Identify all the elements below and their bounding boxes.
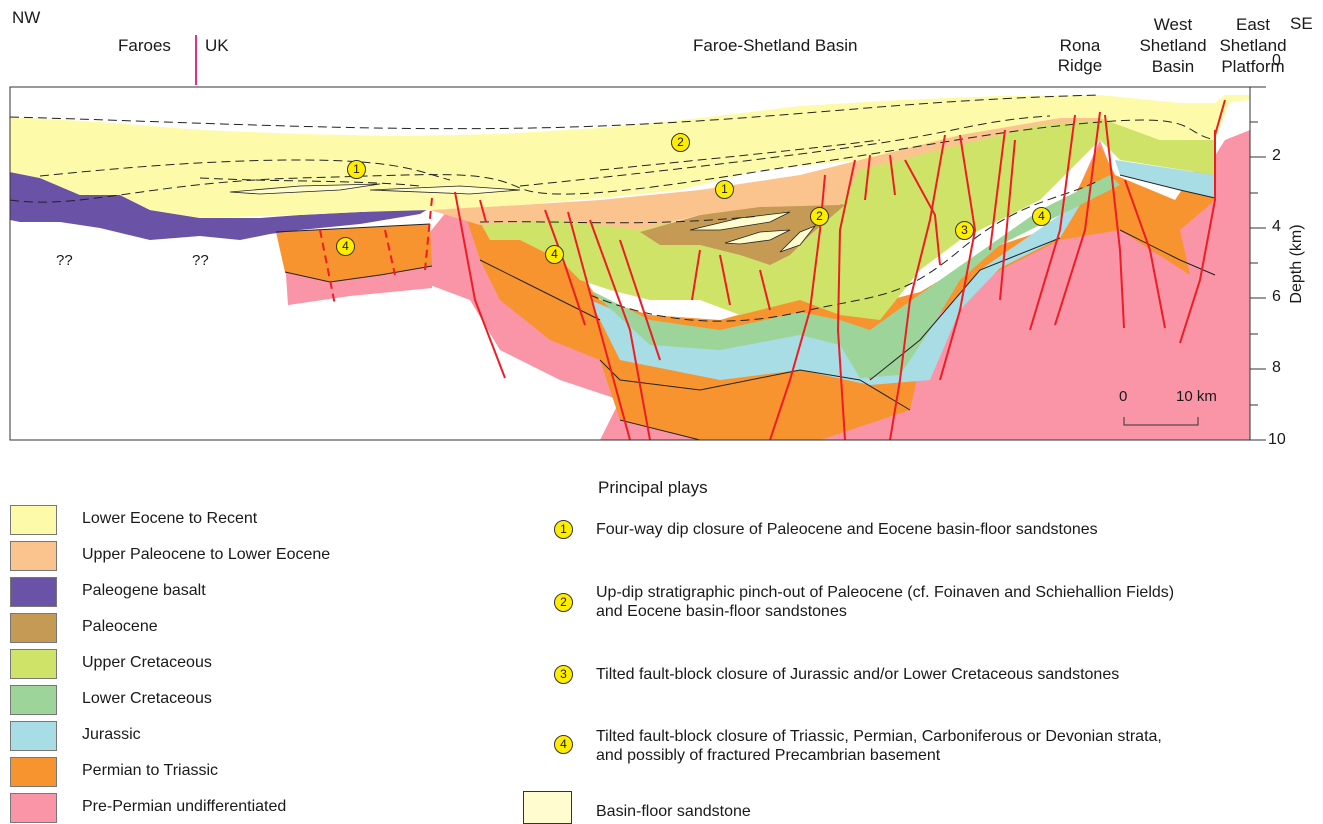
legend-label: Paleocene [82, 618, 158, 635]
play-marker-1: 1 [715, 180, 734, 199]
scale-bar-end: 10 km [1176, 388, 1217, 405]
depth-tick-2: 2 [1272, 147, 1281, 164]
swatch-upper-paleocene-lower-eocene [10, 541, 57, 571]
play-4-description: Tilted fault-block closure of Triassic, … [596, 727, 1162, 765]
legend-label: Upper Cretaceous [82, 654, 212, 671]
uk-label: UK [205, 36, 229, 55]
unit-upper-paleocene-lower-eocene [430, 112, 1100, 230]
play-1-description: Four-way dip closure of Paleocene and Eo… [596, 521, 1098, 538]
legend-label: Pre-Permian undifferentiated [82, 798, 287, 815]
play-marker-3: 3 [955, 221, 974, 240]
sandstone-body [369, 185, 521, 195]
unit-lower-cretaceous [590, 175, 1120, 378]
play-legend-marker-1: 1 [554, 520, 573, 539]
play-marker-4: 4 [336, 237, 355, 256]
east-shetland-platform-label: East Shetland Platform [1212, 14, 1294, 77]
dashed-horizons [10, 94, 1216, 322]
se-direction-label: SE [1290, 14, 1313, 33]
east-shetland-platform-label-line2: Shetland [1219, 36, 1287, 55]
scale-bar-start: 0 [1119, 388, 1128, 405]
plays-title: Principal plays [598, 478, 708, 497]
legend-label: Permian to Triassic [82, 762, 219, 779]
play-marker-4: 4 [545, 245, 564, 264]
swatch-lower-cretaceous [10, 685, 57, 715]
play-legend-marker-4: 4 [554, 735, 573, 754]
east-shetland-platform-label-line3: Platform [1221, 57, 1285, 76]
play-3-description: Tilted fault-block closure of Jurassic a… [596, 666, 1120, 683]
faroe-shetland-basin-label: Faroe-Shetland Basin [693, 36, 858, 55]
rona-ridge-label-line1: Rona [1059, 36, 1101, 55]
swatch-jurassic [10, 721, 57, 751]
sandstone-body [779, 225, 817, 253]
play-2-description-line1: Up-dip stratigraphic pinch-out of Paleoc… [596, 584, 1175, 601]
unit-paleocene [640, 200, 845, 265]
nw-direction-label: NW [12, 8, 41, 27]
west-shetland-basin-label-line1: West [1153, 15, 1193, 34]
swatch-paleogene-basalt [10, 577, 57, 607]
legend-label: Lower Eocene to Recent [82, 510, 258, 527]
play-4-description-line2: and possibly of fractured Precambrian ba… [596, 747, 941, 764]
faroes-label: Faroes [118, 36, 171, 55]
unit-pre-permian [288, 130, 1250, 440]
west-shetland-basin-label-line2: Shetland [1139, 36, 1207, 55]
depth-axis-label: Depth (km) [1288, 224, 1305, 304]
unit-jurassic-east [1115, 160, 1215, 198]
sandstone-body [724, 229, 791, 245]
play-marker-1: 1 [347, 160, 366, 179]
legend-label: Jurassic [82, 726, 141, 743]
west-shetland-basin-label-line3: Basin [1151, 57, 1195, 76]
unit-paleogene-basalt [10, 172, 430, 240]
play-legend-marker-2: 2 [554, 593, 573, 612]
depth-tick-8: 8 [1272, 359, 1281, 376]
west-shetland-basin-label: West Shetland Basin [1134, 14, 1212, 77]
play-4-description-line1: Tilted fault-block closure of Triassic, … [596, 728, 1162, 745]
unit-permian-triassic [276, 224, 432, 282]
rona-ridge-label: Rona Ridge [1045, 36, 1115, 76]
play-2-description-line2: and Eocene basin-floor sandstones [596, 603, 847, 620]
depth-tick-10: 10 [1268, 431, 1286, 448]
legend-label: Lower Cretaceous [82, 690, 212, 707]
legend-label: Paleogene basalt [82, 582, 206, 599]
scale-bar [1123, 417, 1199, 426]
play-marker-4: 4 [1032, 207, 1051, 226]
depth-tick-0: 0 [1272, 52, 1281, 69]
depth-tick-4: 4 [1272, 218, 1281, 235]
play-marker-2: 2 [671, 133, 690, 152]
play-legend-marker-3: 3 [554, 665, 573, 684]
swatch-permian-triassic [10, 757, 57, 787]
sandstone-body [229, 183, 381, 195]
basin-floor-sandstone-label: Basin-floor sandstone [596, 803, 751, 820]
swatch-lower-eocene-recent [10, 505, 57, 535]
swatch-pre-permian [10, 793, 57, 823]
geological-cross-section [9, 86, 1266, 441]
faults [454, 99, 1226, 440]
legend-label: Upper Paleocene to Lower Eocene [82, 546, 331, 563]
swatch-upper-cretaceous [10, 649, 57, 679]
faults-inferred [319, 197, 433, 306]
play-marker-2: 2 [810, 207, 829, 226]
swatch-paleocene [10, 613, 57, 643]
east-shetland-platform-label-line1: East [1235, 15, 1271, 34]
unit-upper-cretaceous [480, 118, 1215, 320]
rona-ridge-label-line2: Ridge [1057, 56, 1103, 75]
faroes-uk-boundary [195, 35, 197, 85]
play-2-description: Up-dip stratigraphic pinch-out of Paleoc… [596, 583, 1174, 621]
unknown-mark: ?? [192, 252, 209, 269]
depth-tick-6: 6 [1272, 288, 1281, 305]
swatch-basin-floor-sandstone [523, 791, 572, 824]
depth-ticks [1250, 86, 1266, 441]
sandstone-body [689, 211, 791, 231]
unknown-mark: ?? [56, 252, 73, 269]
